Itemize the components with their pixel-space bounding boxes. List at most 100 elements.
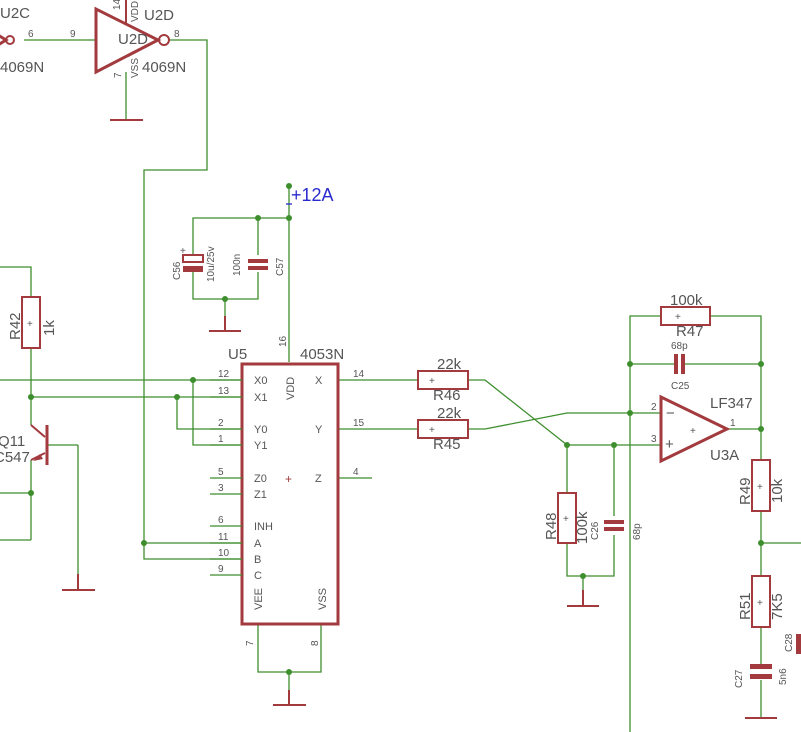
c25-name: C25 xyxy=(671,381,690,392)
r45-value: 22k xyxy=(437,405,462,422)
c56-name: C56 xyxy=(172,261,183,280)
junctions xyxy=(28,183,764,675)
svg-text:C28: C28 xyxy=(784,633,795,652)
u2c-pin-out: 6 xyxy=(28,29,34,40)
u5-pin-name: Y xyxy=(315,424,323,436)
u5-pin-name: Z1 xyxy=(254,489,267,501)
net-label-12a: +12A xyxy=(286,185,334,205)
opamp-u3a: − + + LF347 U3A 2 3 1 xyxy=(651,394,753,464)
svg-text:+: + xyxy=(757,598,763,609)
svg-text:+: + xyxy=(285,472,292,486)
svg-text:−: − xyxy=(666,405,675,422)
c26-value: 68p xyxy=(632,523,643,540)
u3a-pin-out: 1 xyxy=(730,418,736,429)
r49-name: R49 xyxy=(737,477,754,505)
u5-pin-name: Y0 xyxy=(254,424,267,436)
c26-name: C26 xyxy=(590,521,601,540)
inverter-u2d: U2D U2D 4069N 9 8 14 VDD 7 VSS xyxy=(70,0,186,78)
u5-pin-name: X xyxy=(315,375,323,387)
u2d-pin-vss: 7 xyxy=(113,72,124,78)
u2d-pin-out: 8 xyxy=(174,29,180,40)
r51-value: 7K5 xyxy=(769,593,786,620)
u5-pin-number: 3 xyxy=(218,483,224,494)
q11-value: C547 xyxy=(0,449,30,466)
u5-pin-name: C xyxy=(254,570,262,582)
u2c-name: U2C xyxy=(0,5,30,22)
r48-name: R48 xyxy=(543,512,560,540)
ground-symbols xyxy=(62,119,777,719)
u5-pin-number: 14 xyxy=(353,369,365,380)
u5-pin-number: 15 xyxy=(353,418,365,429)
r46-name: R46 xyxy=(433,387,461,404)
capacitor-c28: C28 xyxy=(784,633,801,654)
u5-pin-vee: 7 xyxy=(245,640,256,646)
u5-pin-name: X0 xyxy=(254,375,267,387)
resistor-r48: + R48 100k xyxy=(543,492,591,544)
u5-pin-name: X1 xyxy=(254,392,267,404)
r42-name: R42 xyxy=(7,312,24,340)
svg-text:+: + xyxy=(429,425,435,436)
u5-pin-name: B xyxy=(254,554,261,566)
svg-text:+: + xyxy=(757,482,763,493)
u5-pin-name: Z xyxy=(315,473,322,485)
u2d-part: 4069N xyxy=(142,59,186,76)
svg-text:+: + xyxy=(180,246,186,257)
capacitor-c57: 100n C57 xyxy=(232,254,286,276)
u5-pin-vss: 8 xyxy=(310,640,321,646)
u5-pin-number: 9 xyxy=(218,564,224,575)
resistor-r51: + R51 7K5 xyxy=(737,575,786,628)
u3a-pin-plus: 3 xyxy=(651,434,657,445)
u2c-part: 4069N xyxy=(0,59,44,76)
u5-pin-number: 2 xyxy=(218,418,224,429)
c57-value: 100n xyxy=(232,254,243,276)
u5-part: 4053N xyxy=(300,346,344,363)
inverter-u2c: U2C 4069N 6 xyxy=(0,5,44,76)
u5-pin-vdd: 16 xyxy=(278,335,289,347)
resistor-r49: + R49 10k xyxy=(737,459,786,512)
net-label-text: +12A xyxy=(291,185,334,205)
u5-vss: VSS xyxy=(317,588,329,610)
resistor-r46: + 22k R46 xyxy=(417,356,469,404)
r48-value: 100k xyxy=(574,511,591,544)
u5-pin-number: 4 xyxy=(353,467,359,478)
u5-name: U5 xyxy=(228,346,247,363)
u5-pin-number: 11 xyxy=(218,532,229,543)
c27-name: C27 xyxy=(734,669,745,688)
u3a-pin-minus: 2 xyxy=(651,402,657,413)
u5-pin-name: Z0 xyxy=(254,473,267,485)
u5-pin-number: 12 xyxy=(218,369,230,380)
u5-pin-number: 5 xyxy=(218,467,224,478)
u2d-inner-name: U2D xyxy=(118,31,148,48)
resistor-r42: + R42 1k xyxy=(7,296,58,349)
u5-pin-name: A xyxy=(254,538,262,550)
svg-text:+: + xyxy=(27,319,33,330)
r47-value: 100k xyxy=(670,292,703,309)
ic-u5: U5 4053N + 16 VDD 7 VEE 8 VSS 12X013X12Y… xyxy=(210,335,365,646)
r42-value: 1k xyxy=(41,320,58,336)
r49-value: 10k xyxy=(769,478,786,503)
resistor-r45: + 22k R45 xyxy=(417,405,469,453)
svg-text:+: + xyxy=(675,312,681,323)
transistor-q11: Q11 C547 xyxy=(0,424,49,466)
u2d-name: U2D xyxy=(144,7,174,24)
u5-right-pins: 14X 15Y 4Z xyxy=(315,369,365,485)
c56-value: 10u/25v xyxy=(206,246,217,282)
u5-vdd: VDD xyxy=(285,377,297,400)
u2d-pin-in: 9 xyxy=(70,29,76,40)
c25-value: 68p xyxy=(671,341,688,352)
u5-pin-name: Y1 xyxy=(254,440,267,452)
capacitor-c56: + C56 10u/25v xyxy=(172,246,217,282)
svg-text:+: + xyxy=(429,376,435,387)
u2d-pin-vdd: 14 xyxy=(112,0,123,10)
u2d-vss: VSS xyxy=(130,58,141,78)
u5-pin-number: 1 xyxy=(218,434,224,445)
u5-pin-name: INH xyxy=(254,521,273,533)
svg-text:+: + xyxy=(690,426,696,437)
u3a-part: LF347 xyxy=(710,395,753,412)
r45-name: R45 xyxy=(433,436,461,453)
u5-pin-number: 10 xyxy=(218,548,230,559)
r47-name: R47 xyxy=(676,323,704,340)
u5-pin-number: 13 xyxy=(218,386,230,397)
